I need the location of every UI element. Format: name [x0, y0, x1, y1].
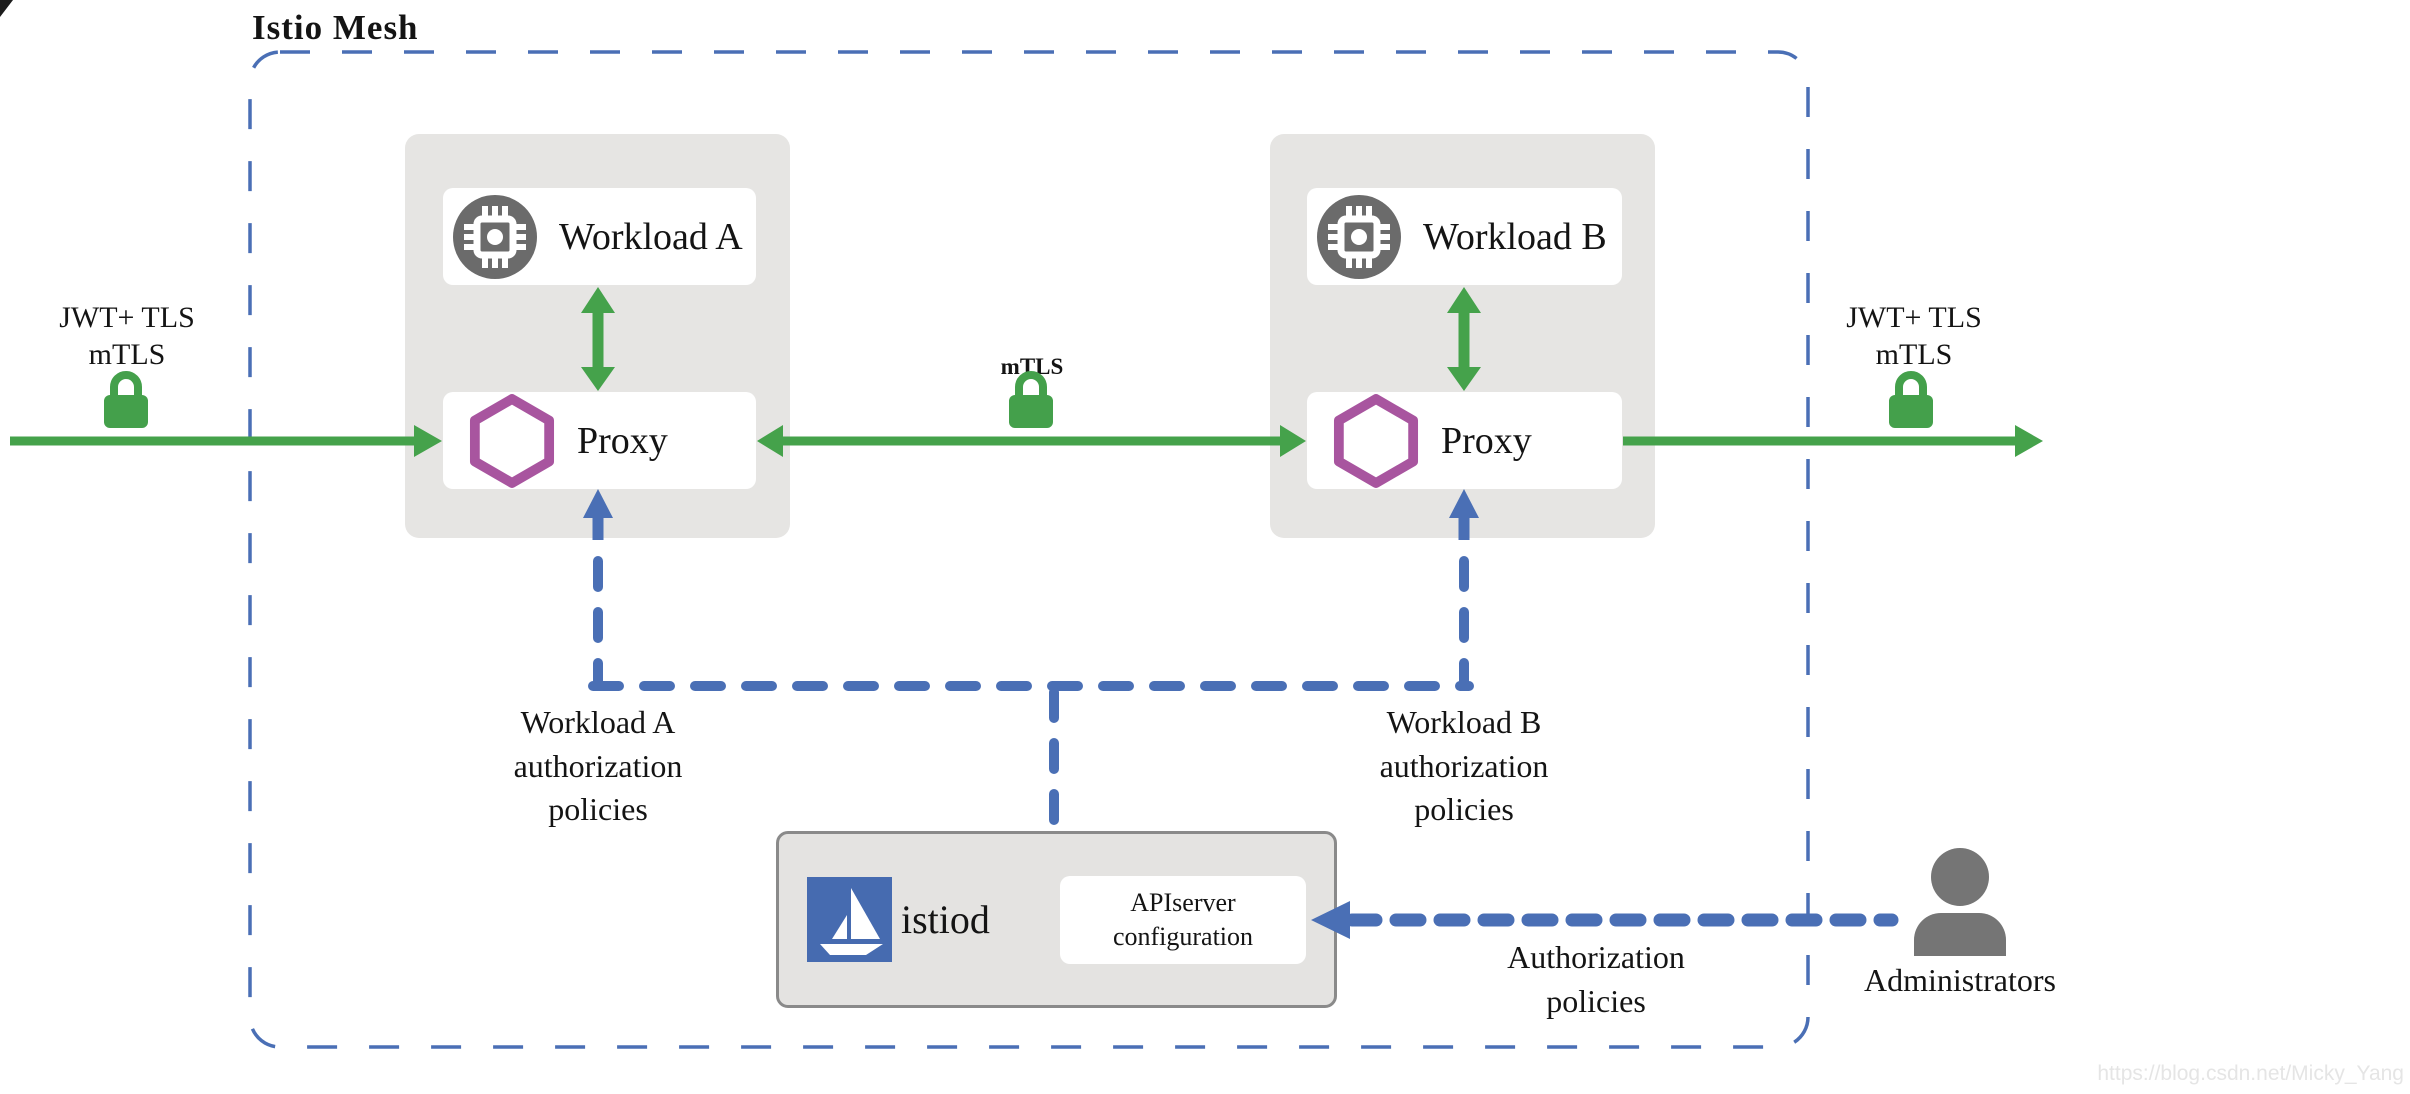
workload-b-group-box: Workload B Proxy: [1270, 134, 1655, 538]
mtls-traffic-arrows: [10, 425, 2043, 457]
authorization-policies-label: Authorization policies: [1507, 939, 1685, 1019]
istiod-box: istiod APIserver configuration: [776, 831, 1337, 1008]
lock-icon: [1009, 371, 1053, 428]
lock-icons: [104, 371, 1933, 428]
cpu-chip-icon: [453, 194, 537, 279]
istiod-label: istiod: [901, 897, 990, 942]
middle-mtls-label: mTLS: [1000, 354, 1064, 379]
istio-sailboat-icon: [807, 877, 892, 962]
watermark: https://blog.csdn.net/Micky_Yang: [2097, 1062, 2404, 1085]
administrators-label: Administrators: [1864, 962, 2056, 998]
proxy-b-box: Proxy: [1307, 392, 1622, 489]
workload-a-policies-label: Workload A authorization policies: [513, 704, 683, 828]
diagram-title: Istio Mesh: [252, 8, 419, 47]
workload-b-label: Workload B: [1423, 215, 1607, 258]
lock-icon: [1889, 371, 1933, 428]
right-traffic-label: JWT+ TLS mTLS: [1846, 301, 1982, 371]
cpu-chip-icon: [1317, 194, 1401, 279]
proxy-hexagon-icon: [469, 393, 555, 488]
admin-person-icon: [1914, 848, 2006, 956]
proxy-a-box: Proxy: [443, 392, 756, 489]
workload-a-label: Workload A: [559, 215, 743, 258]
proxy-hexagon-icon: [1333, 393, 1419, 488]
workload-b-policies-label: Workload B authorization policies: [1379, 704, 1549, 828]
workload-a-group-box: Workload A Proxy: [405, 134, 790, 538]
lock-icon: [104, 371, 148, 428]
apiserver-configuration-box: APIserver configuration: [1060, 876, 1306, 964]
workload-a-box: Workload A: [443, 188, 756, 285]
workload-b-box: Workload B: [1307, 188, 1622, 285]
corner-artifact: [0, 0, 13, 17]
proxy-a-label: Proxy: [577, 419, 668, 462]
proxy-b-label: Proxy: [1441, 419, 1532, 462]
admin-policy-arrow: [1311, 901, 1899, 939]
left-traffic-label: JWT+ TLS mTLS: [59, 301, 195, 371]
